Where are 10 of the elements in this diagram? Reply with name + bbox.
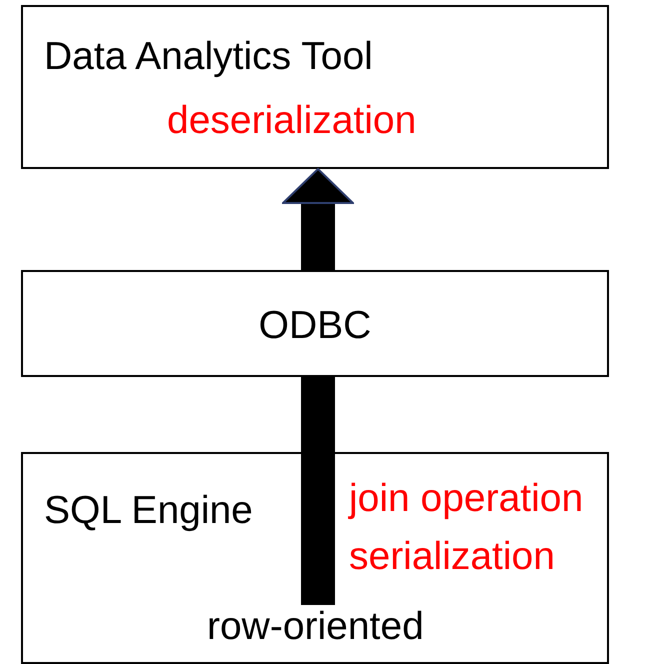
- step-label: deserialization: [167, 101, 416, 140]
- format-label: row-oriented: [207, 607, 424, 646]
- process-box: [21, 452, 609, 664]
- box-title: SQL Engine: [44, 491, 253, 530]
- step-label: join operation serialization: [349, 476, 584, 580]
- arrow: [282, 168, 354, 270]
- process-box: [21, 270, 609, 377]
- box-title: ODBC: [258, 306, 372, 345]
- box-title: Data Analytics Tool: [44, 37, 373, 76]
- process-box: [21, 5, 609, 169]
